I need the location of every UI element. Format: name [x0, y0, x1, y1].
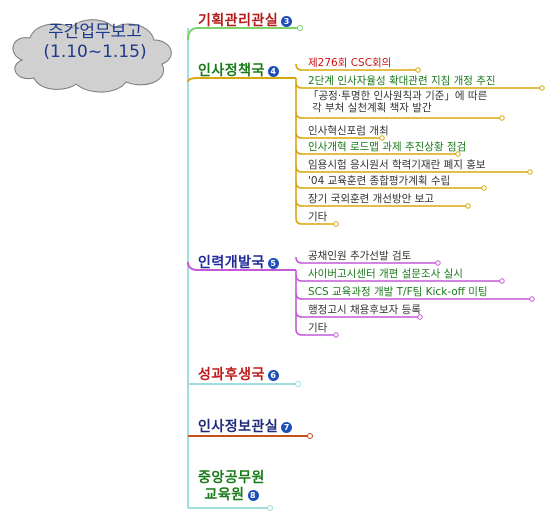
policy-item[interactable]: 2단계 인사자율성 확대관련 지침 개정 추진: [308, 73, 496, 88]
policy-item-text: 인사개혁 로드맵 과제 추진상황 점검: [308, 141, 467, 153]
number-badge: 8: [247, 489, 259, 501]
branch-label: 인사정책국: [198, 63, 265, 79]
development-connector: [295, 310, 418, 318]
development-connector-end: [417, 314, 423, 320]
policy-connector-end: [539, 85, 545, 91]
development-connector-end: [435, 260, 441, 266]
policy-item-text: 제276회 CSC회의: [308, 57, 392, 69]
policy-item[interactable]: 인사개혁 로드맵 과제 추진상황 점검: [308, 139, 466, 154]
development-item[interactable]: SCS 교육과정 개발 T/F팀 Kick-off 미팅: [308, 284, 488, 299]
branch-label-line2: 교육원: [204, 487, 245, 503]
branch-end-1: [297, 25, 303, 31]
policy-item-text: 기타: [308, 211, 328, 223]
development-connector-end: [529, 296, 535, 302]
development-item-text: 공채인원 추가선발 검토: [308, 250, 412, 262]
branch-end-6: [267, 505, 273, 511]
policy-item[interactable]: 기타: [308, 209, 327, 224]
branch-label: 인사정보관실: [198, 419, 279, 435]
report-title-line2: (1.10~1.15): [43, 42, 147, 62]
policy-connector-end: [465, 203, 471, 209]
policy-item[interactable]: 임용시험 응시원서 학력기재란 폐지 홍보: [308, 157, 486, 172]
number-badge: 4: [267, 65, 279, 77]
policy-connector: [295, 111, 500, 119]
policy-connector-end: [499, 115, 505, 121]
development-connector-end: [333, 332, 339, 338]
policy-item[interactable]: 장기 국외훈련 개선방안 보고: [308, 191, 434, 206]
policy-item-text: '04 교육훈련 종합평가계획 수립: [308, 175, 451, 187]
title-cloud: [12, 19, 172, 93]
development-item[interactable]: 사이버고시센터 개편 설문조사 실시: [308, 266, 463, 281]
branch-label: 성과후생국: [198, 367, 265, 383]
policy-connector-end: [379, 135, 385, 141]
number-badge: 7: [281, 421, 293, 433]
policy-connector: [295, 217, 334, 225]
development-connector: [295, 274, 500, 282]
branch-end-5: [307, 433, 313, 439]
development-item[interactable]: 공채인원 추가선발 검토: [308, 248, 411, 263]
report-title: 주간업무보고 (1.10~1.15): [22, 22, 168, 62]
branch-line-1: [187, 27, 298, 41]
policy-item[interactable]: 인사혁신포럼 개최: [308, 123, 389, 138]
development-connector: [295, 328, 334, 336]
policy-item-text: 2단계 인사자율성 확대관련 지침 개정 추진: [308, 75, 496, 87]
policy-connector: [295, 63, 416, 71]
development-item[interactable]: 행정고시 채용후보자 등록: [308, 302, 421, 317]
policy-item-text: 임용시험 응시원서 학력기재란 폐지 홍보: [308, 159, 486, 171]
development-item-text: 사이버고시센터 개편 설문조사 실시: [308, 268, 463, 280]
number-badge: 5: [267, 257, 279, 269]
branch-line-3: [187, 261, 296, 271]
policy-connector-end: [481, 185, 487, 191]
branch-label-line1: 중앙공무원: [198, 470, 265, 486]
policy-connector-end: [455, 151, 461, 157]
report-title-line1: 주간업무보고: [48, 22, 142, 42]
policy-connector: [295, 165, 528, 173]
policy-connector-end: [527, 169, 533, 175]
policy-connector-end: [415, 67, 421, 73]
policy-item-text: 장기 국외훈련 개선방안 보고: [308, 193, 434, 205]
number-badge: 3: [281, 15, 293, 27]
number-badge: 6: [267, 369, 279, 381]
development-item-text: 기타: [308, 322, 328, 334]
policy-connector: [295, 81, 540, 89]
policy-connector: [295, 131, 380, 139]
development-item[interactable]: 기타: [308, 320, 327, 335]
policy-item[interactable]: '04 교육훈련 종합평가계획 수립: [308, 173, 450, 188]
development-item-text: SCS 교육과정 개발 T/F팀 Kick-off 미팅: [308, 286, 488, 298]
policy-item-text: 인사혁신포럼 개최: [308, 125, 389, 137]
policy-connector: [295, 147, 456, 155]
development-connector: [295, 292, 530, 300]
branch-label: 기획관리관실: [198, 13, 279, 29]
policy-item-text: 「공정·투명한 인사원칙과 기준」에 따른: [308, 90, 488, 102]
policy-item[interactable]: 제276회 CSC회의: [308, 55, 391, 70]
branch-end-4: [295, 381, 301, 387]
policy-connector: [295, 199, 466, 207]
development-item-text: 행정고시 채용후보자 등록: [308, 304, 421, 316]
development-connector-end: [499, 278, 505, 284]
branch-label: 인력개발국: [198, 255, 265, 271]
policy-connector: [295, 181, 482, 189]
policy-item-text-line2: 각 부처 실천계획 책자 발간: [312, 102, 432, 114]
branch-line-2: [187, 77, 296, 83]
development-connector: [295, 256, 436, 264]
policy-connector-end: [333, 221, 339, 227]
